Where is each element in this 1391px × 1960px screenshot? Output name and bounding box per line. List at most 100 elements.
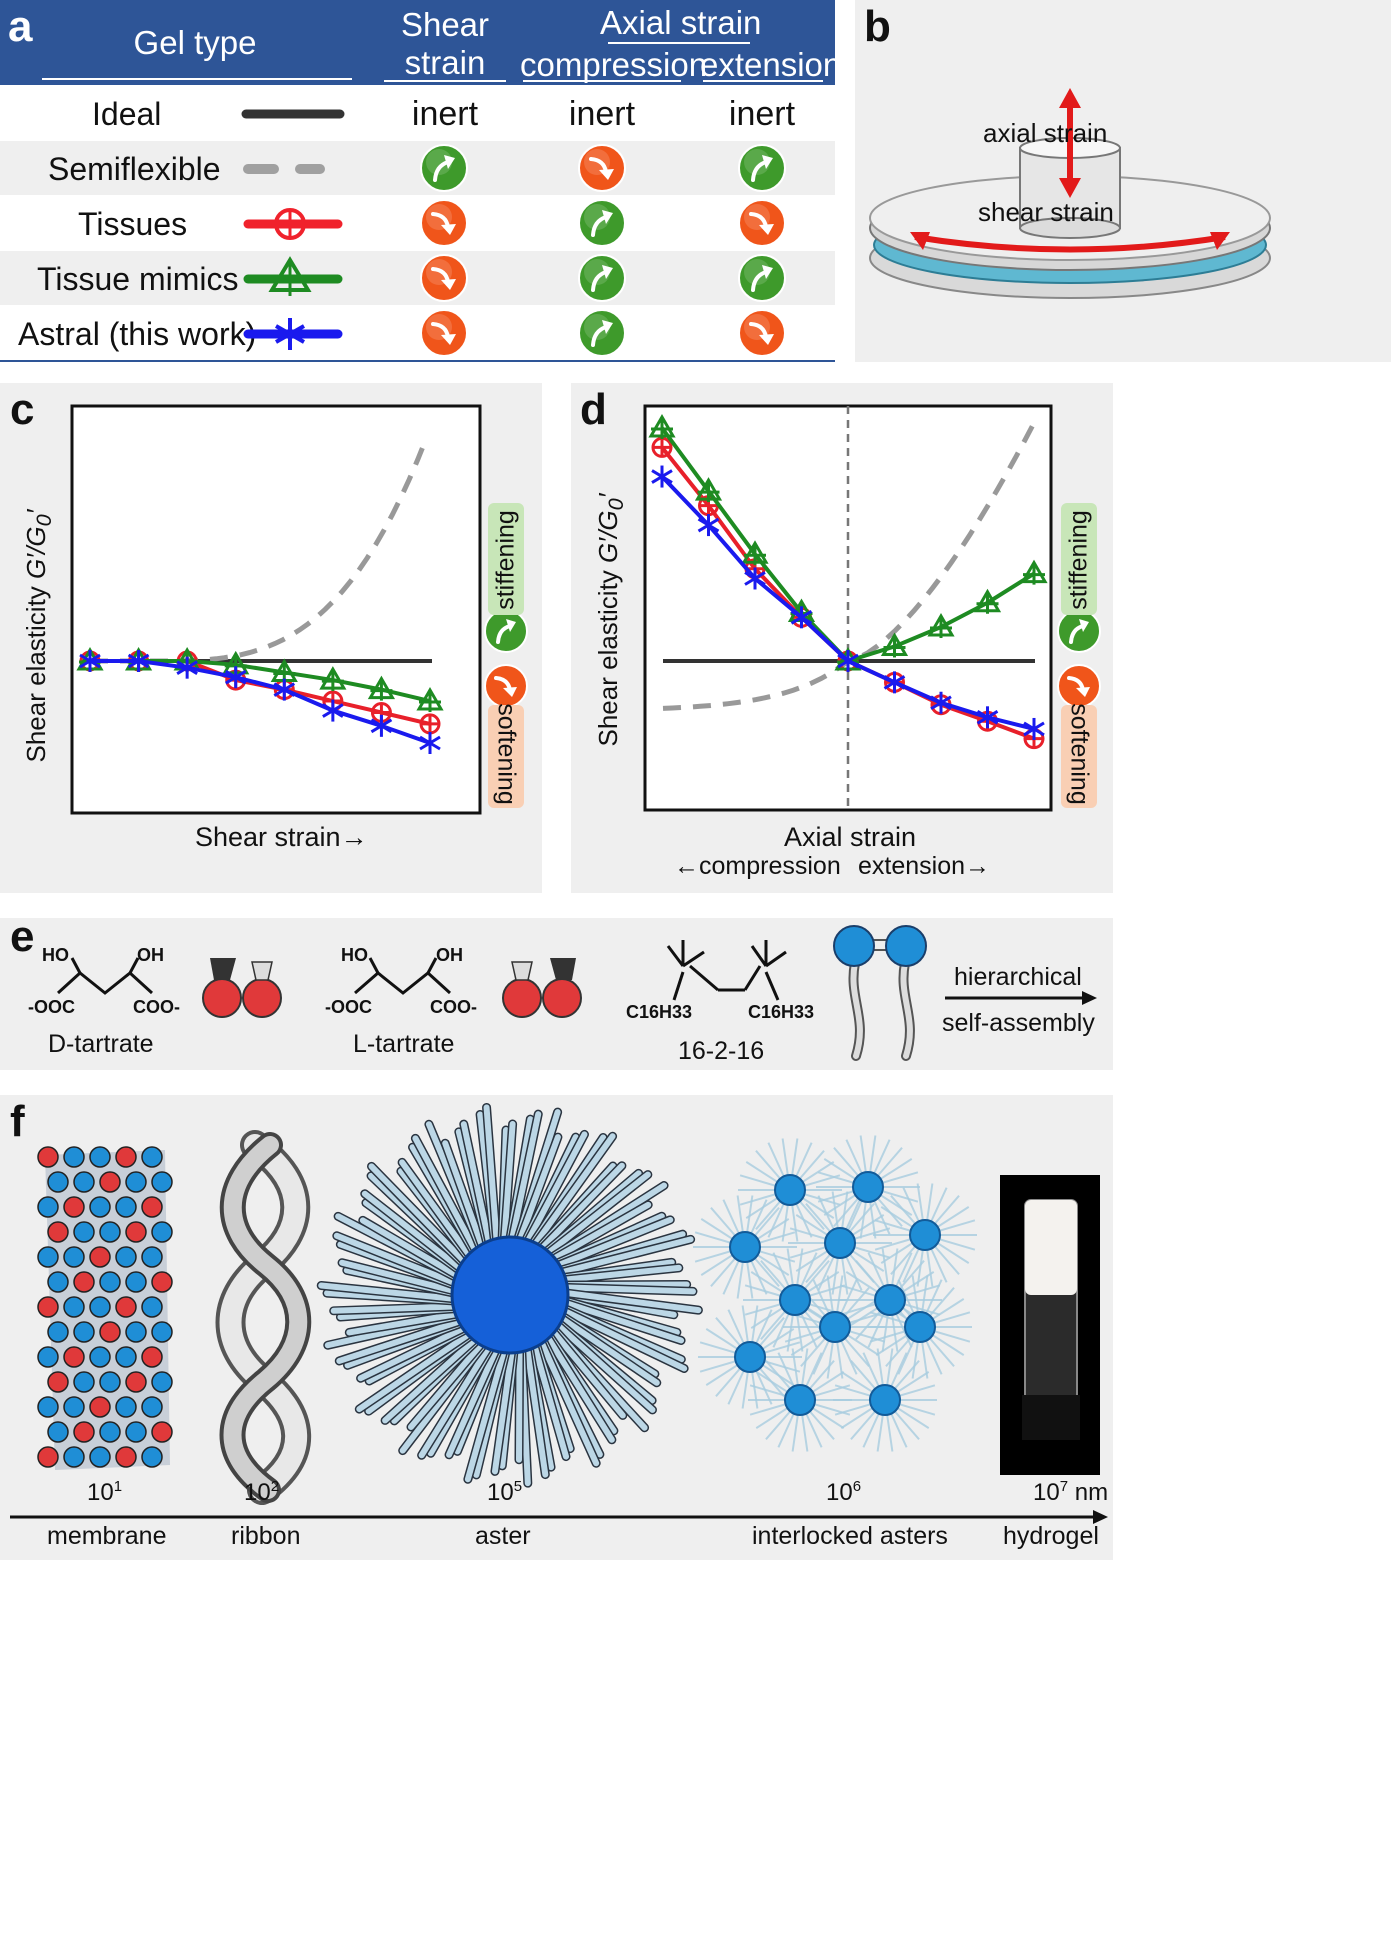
chart-d-xlabel: Axial strain: [784, 822, 917, 852]
l-tartrate-label: L-tartrate: [353, 1030, 455, 1058]
surfactant-label: 16-2-16: [678, 1037, 765, 1065]
chart-c-stiffening-box: [488, 503, 524, 615]
membrane-blue-bead: [141, 1146, 163, 1168]
badge-stiffening-extension-row3: [738, 254, 786, 302]
chart-c-plot-area: [70, 404, 482, 815]
membrane-red-bead: [73, 1271, 95, 1293]
Astral (this work): [322, 699, 344, 722]
membrane-blue-bead: [125, 1271, 147, 1293]
Astral (this work): [790, 606, 813, 629]
l-tartrate-ho: HO: [341, 945, 368, 965]
surfactant-c16h33-right: C16H33: [748, 1002, 815, 1022]
chart-d-softening-badge: [1057, 664, 1101, 708]
membrane-blue-bead: [141, 1296, 163, 1318]
axial-header: Axial strain: [600, 4, 762, 41]
tick-10-7-exp: 7: [1059, 1478, 1069, 1495]
compression-underline: [523, 80, 681, 82]
chart-c-stiffening-label: stiffening: [491, 510, 520, 610]
aster-core: [784, 1384, 816, 1416]
membrane-red-bead: [89, 1246, 111, 1268]
chart-d-ylabel-tick: ′: [592, 493, 623, 499]
aster-core: [904, 1311, 936, 1343]
chart-d-softening-label: softening: [1065, 703, 1094, 805]
row-label-tissues: Tissues: [78, 206, 188, 242]
tick-10-2-base: 10: [244, 1479, 271, 1506]
membrane-red-bead: [37, 1296, 59, 1318]
chart-d-ylabel-var: G′/G: [592, 510, 623, 563]
membrane-red-bead: [141, 1196, 163, 1218]
Tissue mimics: [741, 540, 769, 566]
aster-core: [729, 1231, 761, 1263]
membrane-blue-bead: [47, 1321, 69, 1343]
row-bg-semiflexible: [0, 141, 835, 195]
membrane-blue-bead: [89, 1446, 111, 1468]
Astral (this work): [697, 514, 720, 537]
d-tartrate-skeleton: [56, 957, 154, 995]
surfactant-c16h33-left: C16H33: [626, 1002, 693, 1022]
row-label-semiflexible: Semiflexible: [48, 151, 221, 187]
membrane-blue-bead: [63, 1246, 85, 1268]
tick-10-1: 101: [87, 1478, 122, 1507]
membrane-red-bead: [73, 1421, 95, 1443]
membrane-blue-bead: [141, 1396, 163, 1418]
aster-core: [869, 1384, 901, 1416]
membrane-blue-bead: [115, 1346, 137, 1368]
membrane-blue-bead: [151, 1371, 173, 1393]
chart-c-ylabel: Shear elasticity G′/G0′: [21, 510, 57, 763]
Astral (this work): [127, 650, 150, 672]
ideal-compression-inert: inert: [568, 95, 636, 133]
membrane-blue-bead: [151, 1221, 173, 1243]
chart-c-xlabel: Shear strain→: [195, 822, 368, 853]
panel-e-letter: e: [10, 912, 35, 961]
membrane-blue-bead: [89, 1346, 111, 1368]
shear-strain-label: shear strain: [978, 197, 1114, 227]
badge-softening-extension-row4: [738, 309, 786, 357]
d-tartrate-ho: HO: [42, 945, 69, 965]
scale-label-membrane: membrane: [47, 1522, 167, 1550]
membrane-blue-bead: [89, 1196, 111, 1218]
membrane-red-bead: [141, 1346, 163, 1368]
membrane-red-bead: [37, 1446, 59, 1468]
membrane-red-bead: [63, 1196, 85, 1218]
panel-f-letter: f: [10, 1097, 25, 1146]
membrane-red-bead: [151, 1421, 173, 1443]
membrane-red-bead: [47, 1371, 69, 1393]
membrane-red-bead: [115, 1446, 137, 1468]
legend-astral-marker: [275, 318, 305, 350]
tick-unit: nm: [1074, 1479, 1109, 1506]
badge-softening-extension-row2: [738, 199, 786, 247]
tick-10-1-base: 10: [87, 1479, 114, 1506]
membrane-blue-bead: [47, 1421, 69, 1443]
chart-c-ylabel-var: G′/G: [20, 526, 51, 579]
membrane-blue-bead: [89, 1296, 111, 1318]
ribbon-illustration: [215, 1130, 312, 1505]
Astral (this work): [419, 732, 441, 754]
tick-10-5: 105: [487, 1478, 522, 1507]
scale-label-aster: aster: [475, 1522, 531, 1550]
Tissue mimics: [694, 477, 723, 503]
membrane-blue-bead: [99, 1271, 121, 1293]
membrane-illustration: [37, 1146, 173, 1470]
membrane-blue-bead: [63, 1446, 85, 1468]
hydrogel-vial-photo: [1000, 1175, 1100, 1475]
chart-c-xlabel-text: Shear strain: [195, 822, 341, 852]
membrane-red-bead: [125, 1371, 147, 1393]
membrane-red-bead: [99, 1321, 121, 1343]
scale-label-interlocked: interlocked asters: [752, 1522, 948, 1550]
scale-label-hydrogel: hydrogel: [1003, 1522, 1099, 1550]
Tissue mimics: [880, 632, 909, 658]
membrane-red-bead: [115, 1146, 137, 1168]
Tissue mimics: [1020, 559, 1048, 585]
membrane-blue-bead: [125, 1171, 147, 1193]
tick-10-5-exp: 5: [513, 1478, 523, 1495]
shear-header-line1: Shear: [400, 6, 490, 43]
membrane-red-bead: [37, 1146, 59, 1168]
Astral (this work): [651, 465, 673, 488]
l-tartrate-oh: OH: [436, 945, 463, 965]
Astral (this work): [930, 691, 952, 714]
chart-d-compression-label: ←compression: [674, 852, 841, 880]
membrane-blue-bead: [99, 1371, 121, 1393]
tick-10-1-exp: 1: [113, 1478, 123, 1495]
membrane-blue-bead: [115, 1246, 137, 1268]
membrane-blue-bead: [115, 1396, 137, 1418]
